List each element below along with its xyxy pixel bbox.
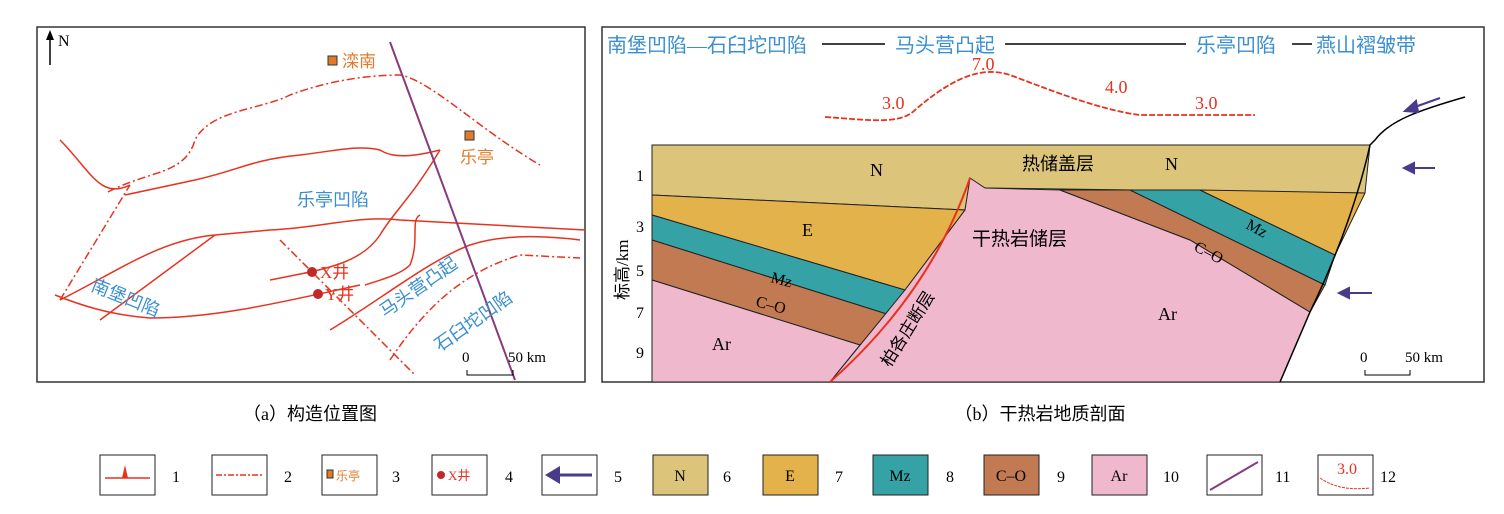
well-label: X井 (320, 263, 349, 282)
tick: 3 (636, 219, 644, 236)
tick: 5 (636, 263, 644, 280)
svg-text:乐亭: 乐亭 (336, 468, 360, 483)
legend-item-10: Ar 10 (1091, 454, 1179, 496)
tick: 1 (636, 168, 644, 185)
tick: 7 (636, 305, 644, 322)
fault-line (829, 177, 971, 383)
svg-text:X井: X井 (448, 468, 470, 483)
y-axis-ticks: 1 3 5 7 9 (636, 168, 644, 362)
header-right: 乐亭凹陷 (1196, 34, 1276, 57)
tick: 9 (636, 345, 644, 362)
heat-value: 7.0 (972, 54, 995, 74)
legend-item-3: 乐亭 3 (321, 454, 400, 496)
legend-item-4: X井 4 (431, 454, 513, 496)
legend-item-5: 5 (541, 454, 622, 496)
svg-text:Ar: Ar (1111, 468, 1129, 485)
svg-text:12: 12 (1380, 469, 1396, 486)
layer-label: Ar (712, 334, 731, 354)
y-axis-label: 标高/km (613, 240, 632, 300)
section-line (389, 41, 516, 381)
well-icon (313, 289, 323, 299)
scale-bar (466, 370, 514, 376)
legend-item-2: 2 (211, 454, 292, 496)
layer-label: 干热岩储层 (972, 228, 1067, 250)
svg-text:7: 7 (835, 469, 843, 486)
layer-E-right (1199, 189, 1366, 256)
layer-label: E (802, 220, 813, 240)
svg-text:4: 4 (505, 469, 513, 486)
well-icon (307, 267, 317, 277)
heat-arrow-icons (1336, 97, 1441, 300)
svg-text:2: 2 (284, 469, 292, 486)
legend-item-12: 3.0 12 (1317, 454, 1396, 496)
unit-label: 乐亭凹陷 (297, 190, 369, 210)
layer-label: Ar (1158, 304, 1177, 324)
svg-text:5: 5 (614, 469, 622, 486)
town-label: 滦南 (342, 52, 376, 71)
svg-text:9: 9 (1057, 469, 1065, 486)
scale-zero: 0 (462, 350, 470, 366)
well-label: Y井 (325, 285, 354, 304)
caption-b: （b）干热岩地质剖面 (955, 404, 1126, 424)
svg-text:1: 1 (172, 469, 180, 486)
town-marker-icon (464, 130, 475, 141)
heat-value: 3.0 (1195, 93, 1218, 113)
svg-text:10: 10 (1163, 469, 1179, 486)
legend-item-1: 1 (99, 454, 180, 496)
layer-CO-right (1059, 189, 1326, 313)
svg-text:E: E (785, 468, 795, 485)
header-far: 燕山褶皱带 (1316, 34, 1416, 57)
svg-text:C–O: C–O (996, 468, 1026, 485)
fault-lines (54, 74, 586, 376)
header-mid: 马头营凸起 (895, 34, 995, 57)
caption-a: （a）构造位置图 (243, 404, 377, 424)
svg-text:3.0: 3.0 (1337, 461, 1357, 478)
legend-item-8: Mz 8 (872, 454, 954, 496)
scale-zero: 0 (1360, 350, 1368, 366)
layer-label: 热储盖层 (1022, 154, 1094, 174)
svg-text:11: 11 (1275, 469, 1290, 486)
svg-text:3: 3 (392, 469, 400, 486)
panel-a-map: N 滦南 乐亭 X井 Y井 乐亭凹陷 南堡凹陷 马头营凸起 石臼坨凹陷 0 50… (36, 26, 586, 383)
header-left: 南堡凹陷—石臼坨凹陷 (607, 34, 807, 57)
heat-value: 4.0 (1105, 77, 1128, 97)
surface-line (1279, 96, 1466, 383)
legend-item-9: C–O 9 (983, 454, 1065, 496)
north-label: N (58, 33, 70, 50)
svg-text:N: N (674, 468, 686, 485)
scale-bar (1364, 370, 1411, 376)
legend-item-11: 11 (1206, 454, 1290, 496)
scale-label: 50 km (508, 350, 546, 366)
scale-label: 50 km (1405, 350, 1443, 366)
heat-value: 3.0 (882, 93, 905, 113)
svg-text:8: 8 (946, 469, 954, 486)
town-marker-icon (327, 55, 338, 66)
svg-text:Mz: Mz (889, 468, 910, 485)
town-label: 乐亭 (460, 148, 494, 167)
heat-flow-curve (824, 71, 1255, 122)
panel-b-section: 南堡凹陷—石臼坨凹陷 马头营凸起 乐亭凹陷 燕山褶皱带 3.0 7.0 4.0 … (601, 26, 1485, 383)
layer-label: Mz (769, 269, 794, 291)
layer-label: N (1165, 154, 1178, 174)
layer-label: N (870, 160, 883, 180)
svg-text:6: 6 (723, 469, 731, 486)
